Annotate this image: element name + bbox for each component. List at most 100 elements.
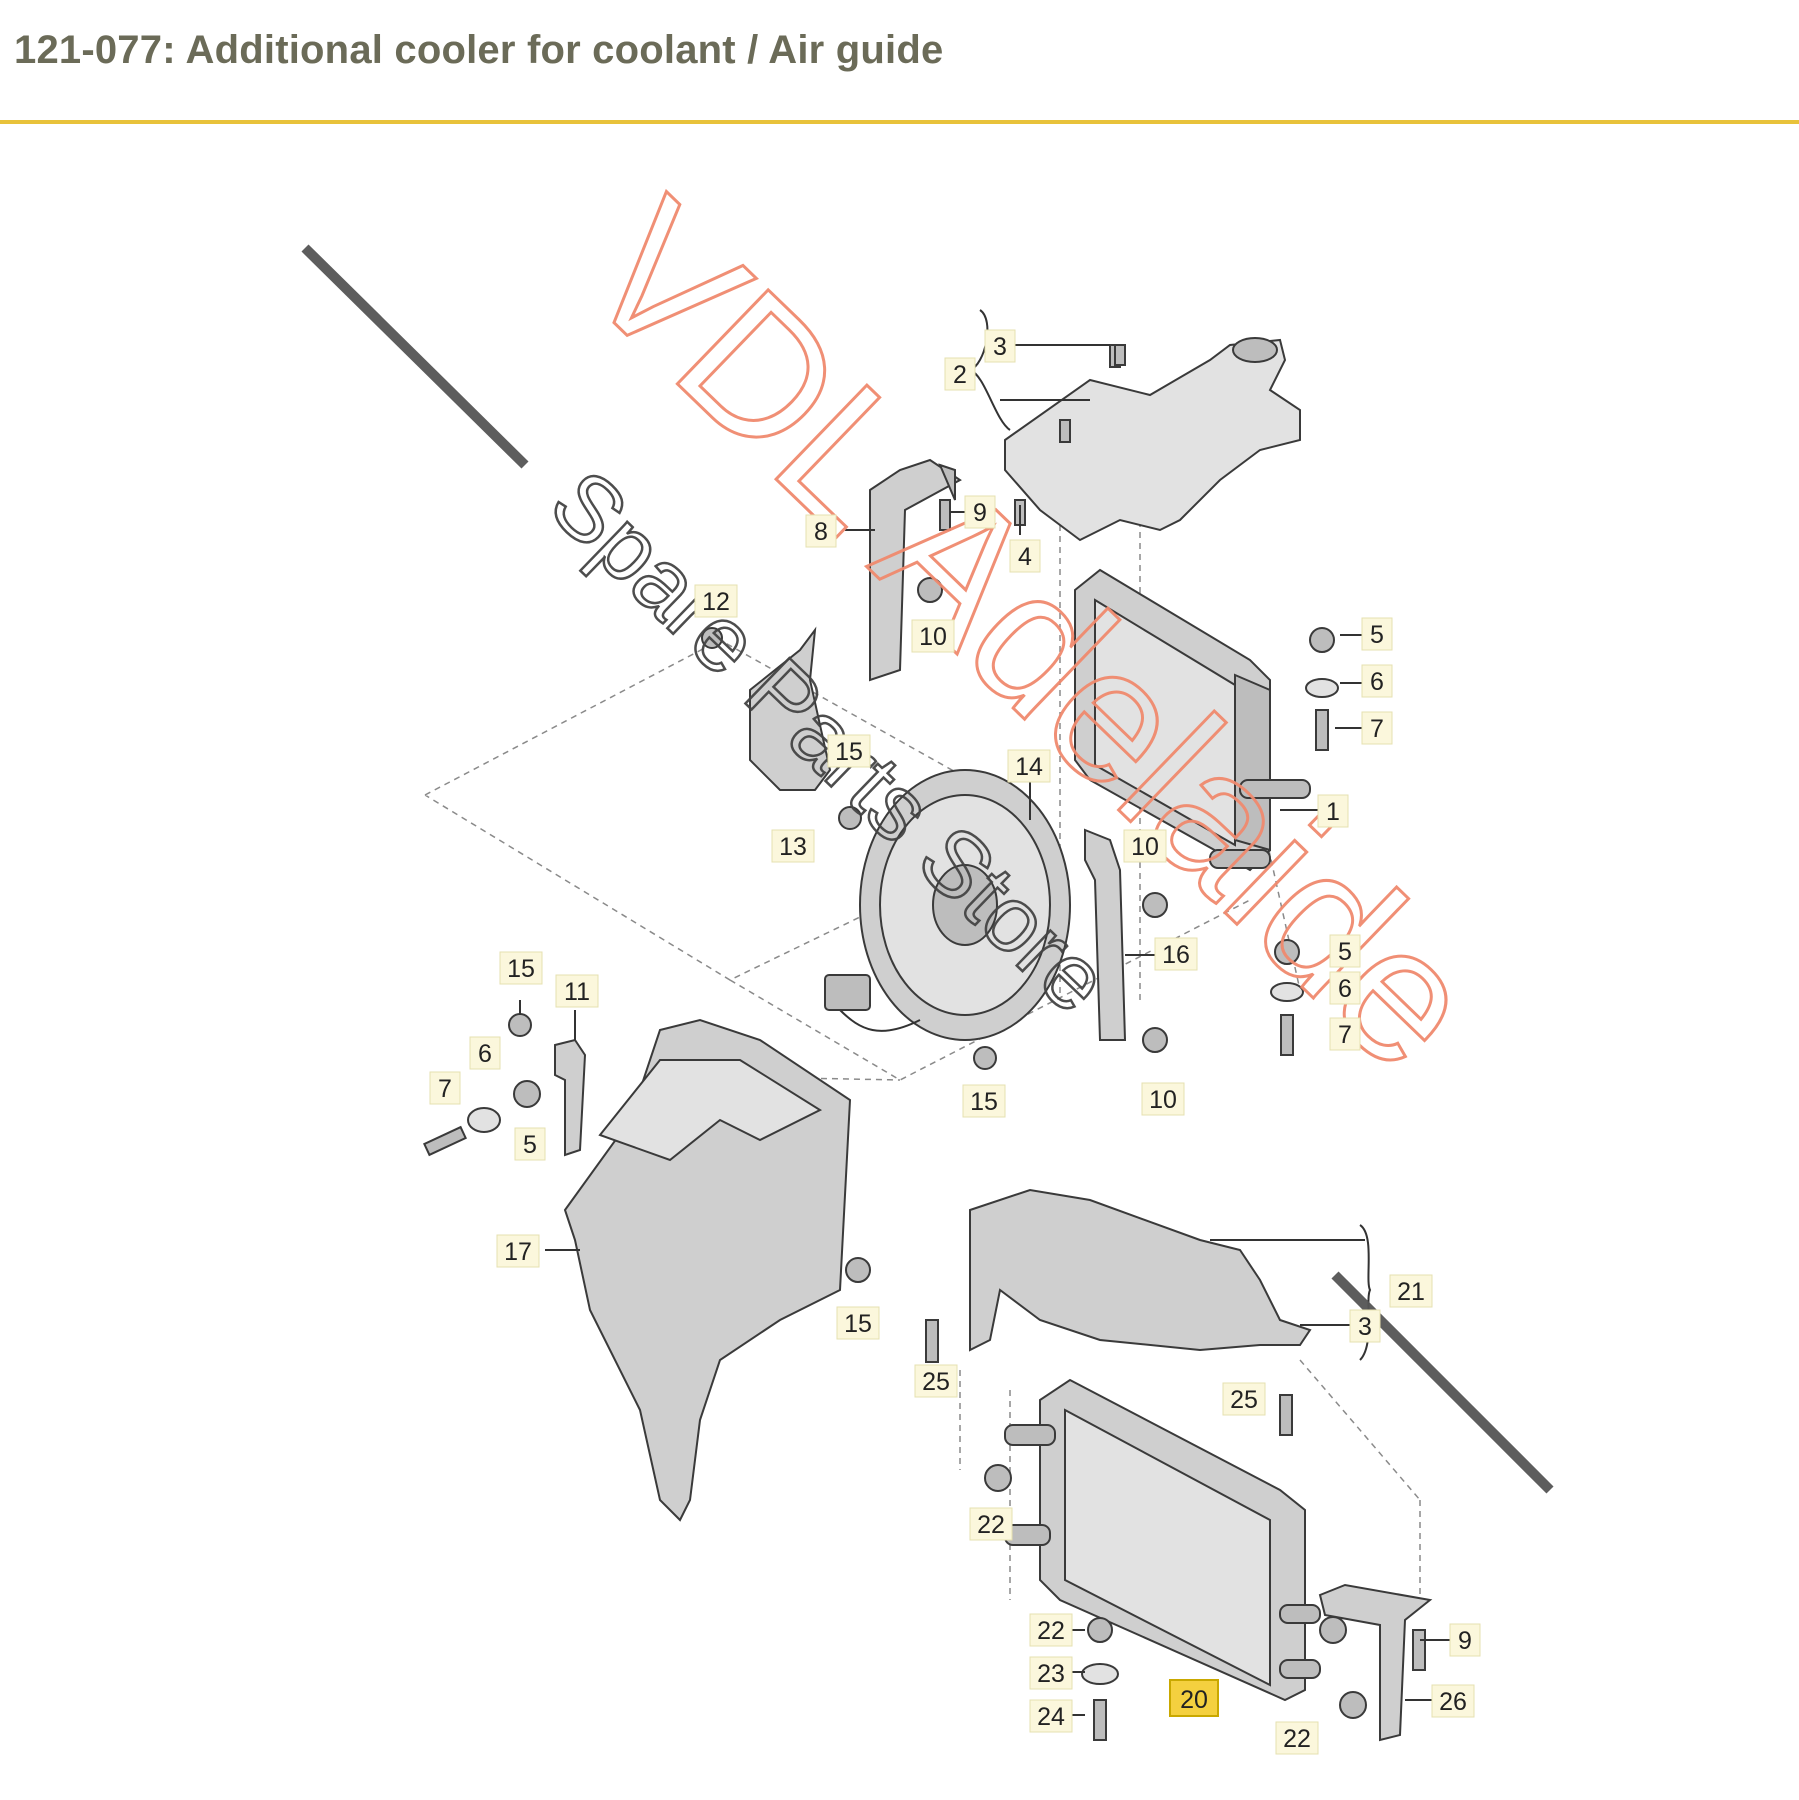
callout-23: 23: [1029, 1656, 1073, 1690]
svg-text:17: 17: [504, 1238, 532, 1266]
upper-mount-bracket: [1004, 337, 1301, 542]
svg-text:11: 11: [564, 978, 590, 1006]
svg-text:4: 4: [1018, 543, 1032, 571]
svg-text:22: 22: [977, 1511, 1005, 1539]
callout-10-mid: 10: [1123, 829, 1167, 863]
svg-text:24: 24: [1037, 1703, 1065, 1731]
callout-4: 4: [1009, 539, 1041, 573]
callout-7-mid: 7: [1329, 1017, 1361, 1051]
callout-5-mid: 5: [1329, 934, 1361, 968]
bracket-part-26: [1318, 1583, 1433, 1742]
callout-15-d: 15: [836, 1306, 880, 1340]
fasteners: [423, 344, 1426, 1741]
callout-10-low: 10: [1141, 1082, 1185, 1116]
callout-15-a: 15: [827, 734, 871, 768]
callout-9-top: 9: [964, 495, 996, 529]
callout-25-left: 25: [914, 1364, 958, 1398]
callout-16: 16: [1154, 937, 1198, 971]
svg-text:21: 21: [1397, 1278, 1425, 1306]
callout-8: 8: [805, 514, 837, 548]
svg-text:7: 7: [438, 1075, 452, 1103]
callout-5-left: 5: [514, 1127, 546, 1161]
callout-9-low: 9: [1449, 1623, 1481, 1657]
callout-1: 1: [1317, 794, 1349, 828]
bracket-part-21: [969, 1188, 1312, 1352]
callout-6-left: 6: [469, 1036, 501, 1070]
callout-labels: 3 2 9 8 4 12 10 5 6 7 15 14 1 13 10 5 16…: [429, 329, 1481, 1755]
svg-text:14: 14: [1015, 753, 1043, 781]
svg-text:8: 8: [814, 518, 828, 546]
callout-11: 11: [555, 974, 599, 1008]
leader-lines: [519, 309, 1450, 1716]
callout-21: 21: [1389, 1274, 1433, 1308]
bracket-part-11: [554, 1038, 587, 1157]
svg-text:5: 5: [523, 1131, 537, 1159]
svg-text:25: 25: [922, 1368, 950, 1396]
svg-text:9: 9: [1458, 1627, 1472, 1655]
bracket-part-13: [749, 626, 832, 791]
svg-text:25: 25: [1230, 1386, 1258, 1414]
callout-22-c: 22: [1275, 1721, 1319, 1755]
callout-6-mid: 6: [1329, 971, 1361, 1005]
callout-12: 12: [694, 584, 738, 618]
svg-text:26: 26: [1439, 1688, 1467, 1716]
callout-2: 2: [944, 357, 976, 391]
svg-text:7: 7: [1338, 1021, 1352, 1049]
callout-25-right: 25: [1222, 1382, 1266, 1416]
svg-text:23: 23: [1037, 1660, 1065, 1688]
svg-text:10: 10: [1149, 1086, 1177, 1114]
svg-text:20: 20: [1180, 1686, 1208, 1714]
callout-26: 26: [1431, 1684, 1475, 1718]
callout-24: 24: [1029, 1699, 1073, 1733]
callout-13: 13: [771, 829, 815, 863]
page-title: 121-077: Additional cooler for coolant /…: [14, 28, 944, 72]
callout-22-b: 22: [1029, 1613, 1073, 1647]
svg-text:10: 10: [1131, 833, 1159, 861]
callout-20-highlighted[interactable]: 20: [1169, 1679, 1219, 1717]
air-guide-part-17: [563, 1018, 852, 1522]
svg-text:6: 6: [1370, 668, 1384, 696]
fan-assembly: [824, 769, 1071, 1041]
callout-17: 17: [496, 1234, 540, 1268]
svg-text:22: 22: [1037, 1617, 1065, 1645]
svg-text:7: 7: [1370, 715, 1384, 743]
svg-text:9: 9: [973, 499, 987, 527]
svg-text:16: 16: [1162, 941, 1190, 969]
svg-text:15: 15: [507, 955, 535, 983]
bracket-part-16: [1084, 828, 1127, 1041]
svg-text:2: 2: [953, 361, 967, 389]
svg-text:6: 6: [478, 1040, 492, 1068]
watermark-stroke-right: [1331, 1271, 1554, 1494]
lower-cooler-part-20: [1004, 1378, 1321, 1702]
callout-22-a: 22: [969, 1507, 1013, 1541]
callout-7-left: 7: [429, 1071, 461, 1105]
svg-text:13: 13: [779, 833, 807, 861]
svg-text:15: 15: [970, 1088, 998, 1116]
callout-15-b: 15: [499, 951, 543, 985]
svg-text:10: 10: [919, 623, 947, 651]
svg-text:5: 5: [1370, 621, 1384, 649]
svg-text:6: 6: [1338, 975, 1352, 1003]
callout-15-c: 15: [962, 1084, 1006, 1118]
svg-text:1: 1: [1326, 798, 1340, 826]
watermark: VDL Adelaide Spare Parts Store: [301, 160, 1554, 1494]
header-bar: 121-077: Additional cooler for coolant /…: [0, 0, 1799, 124]
svg-text:3: 3: [1358, 1313, 1372, 1341]
callout-6-top: 6: [1361, 664, 1393, 698]
callout-5-top: 5: [1361, 617, 1393, 651]
callout-7-top: 7: [1361, 711, 1393, 745]
upper-cooler: [1074, 568, 1311, 872]
svg-text:12: 12: [702, 588, 730, 616]
watermark-stroke-left: [301, 244, 529, 469]
bracket-part-8: [869, 458, 962, 682]
callout-10-top: 10: [911, 619, 955, 653]
svg-text:3: 3: [993, 333, 1007, 361]
callout-3-low: 3: [1349, 1309, 1381, 1343]
callout-14: 14: [1007, 749, 1051, 783]
svg-text:22: 22: [1283, 1725, 1311, 1753]
svg-text:15: 15: [844, 1310, 872, 1338]
callout-3-top: 3: [984, 329, 1016, 363]
svg-text:15: 15: [835, 738, 863, 766]
svg-text:5: 5: [1338, 938, 1352, 966]
